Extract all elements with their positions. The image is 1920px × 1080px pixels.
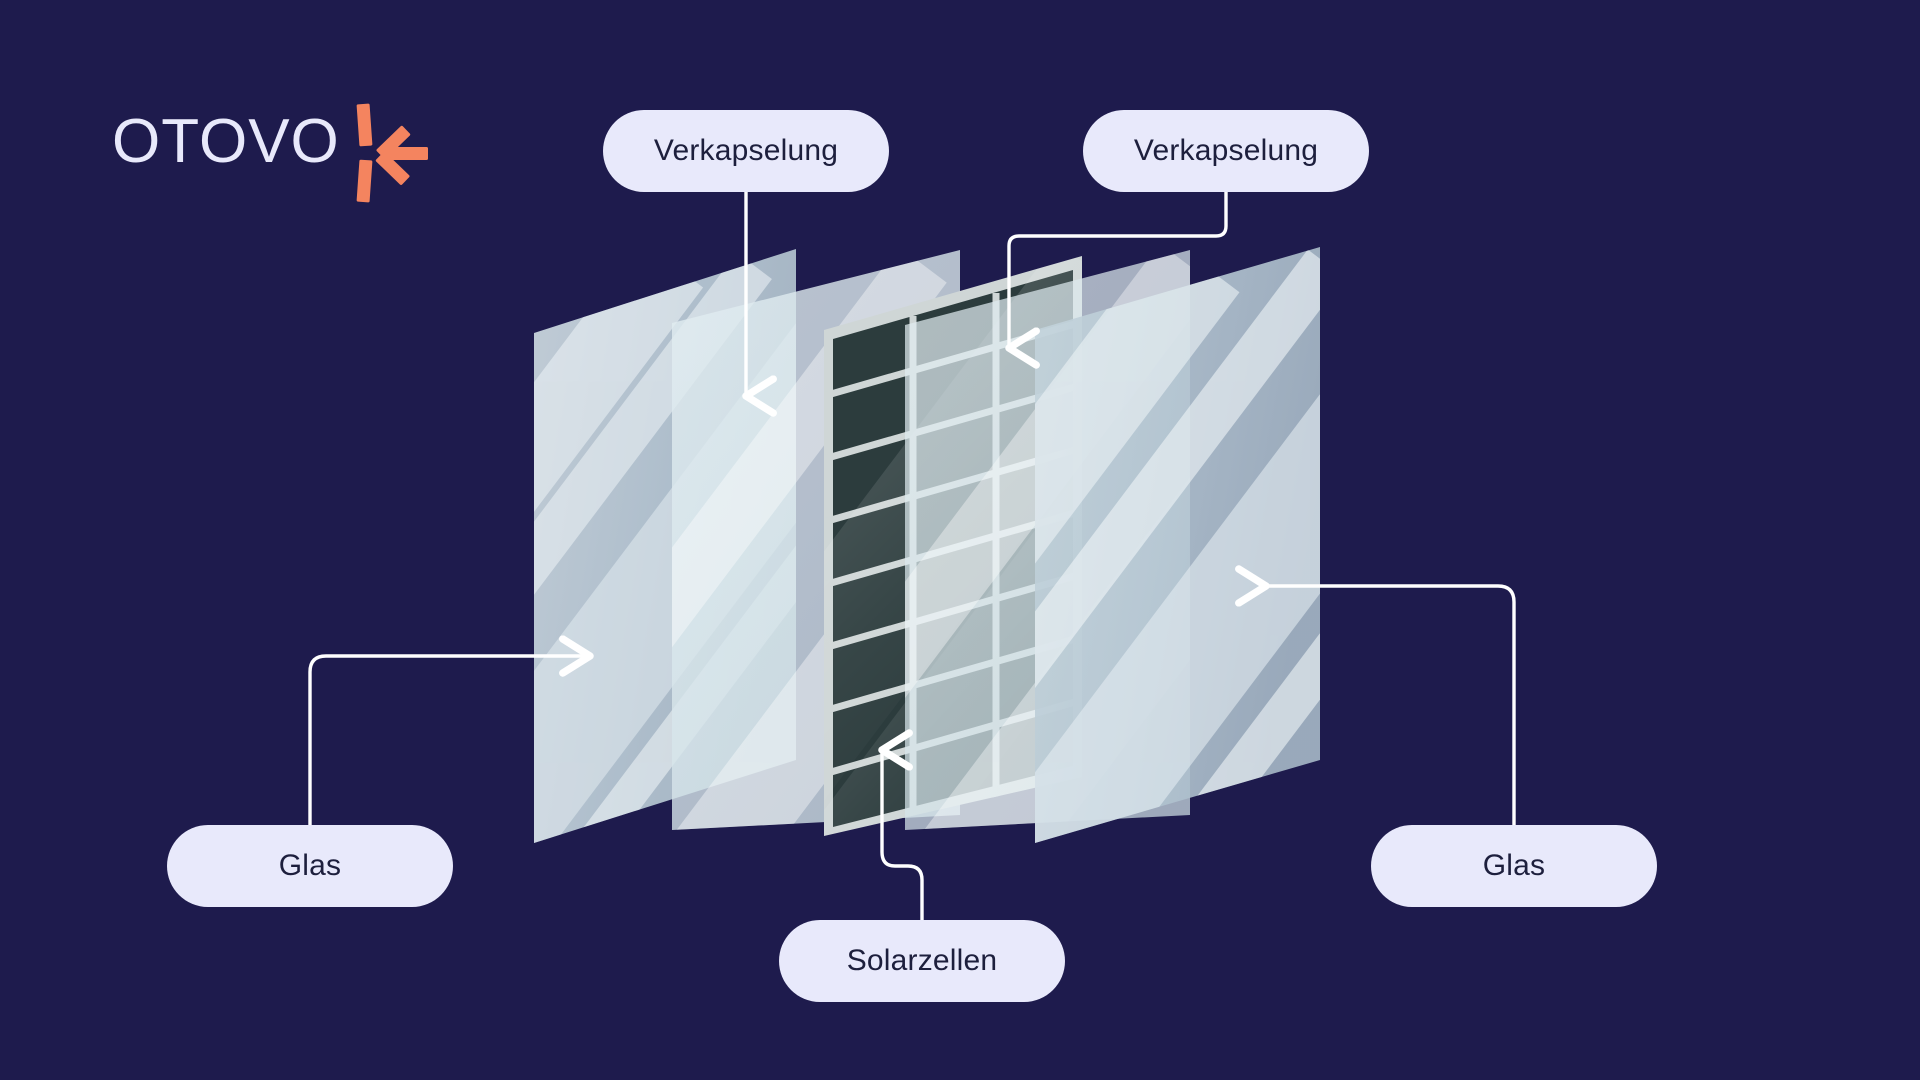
connector-solar-cells [882,750,924,922]
connector-glass-left [308,656,590,827]
label-glass-right[interactable]: Glas [1371,825,1657,907]
layer-glass-back [1035,247,1320,843]
sun-rays-icon [356,103,428,203]
label-glass-left[interactable]: Glas [167,825,453,907]
label-solar-cells[interactable]: Solarzellen [779,920,1065,1002]
otovo-wordmark: OTOVO [112,107,340,176]
label-encapsulation-left[interactable]: Verkapselung [603,110,889,192]
connector-glass-right [1266,586,1516,827]
otovo-logo: OTOVO [112,103,428,205]
connector-encapsulation-right [1009,190,1228,348]
label-encapsulation-right[interactable]: Verkapselung [1083,110,1369,192]
